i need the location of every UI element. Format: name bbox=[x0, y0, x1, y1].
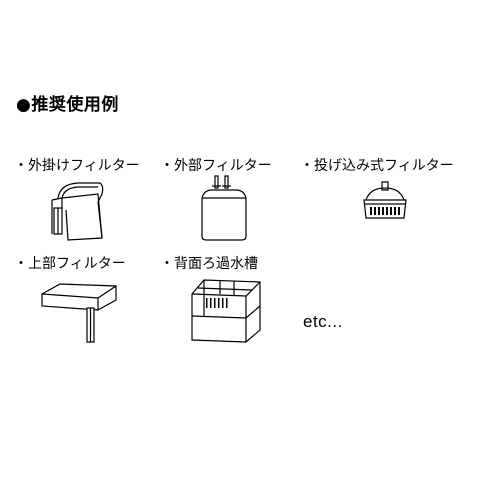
hang-on-back-filter-icon bbox=[48, 180, 108, 242]
section-heading: ●推奨使用例 bbox=[16, 95, 119, 115]
top-filter-icon bbox=[40, 282, 120, 348]
item-label-hang-on-filter: ・外掛けフィルター bbox=[14, 158, 140, 174]
item-label-top-filter: ・上部フィルター bbox=[14, 256, 126, 272]
rear-filtration-tank-icon bbox=[190, 276, 264, 346]
canister-filter-icon bbox=[196, 174, 250, 242]
submersible-filter-icon bbox=[360, 180, 410, 222]
item-label-submersible-filter: ・投げ込み式フィルター bbox=[300, 158, 454, 174]
etc-text: etc... bbox=[303, 312, 343, 331]
item-label-canister-filter: ・外部フィルター bbox=[160, 158, 272, 174]
item-label-rear-filtration-tank: ・背面ろ過水槽 bbox=[160, 256, 258, 272]
